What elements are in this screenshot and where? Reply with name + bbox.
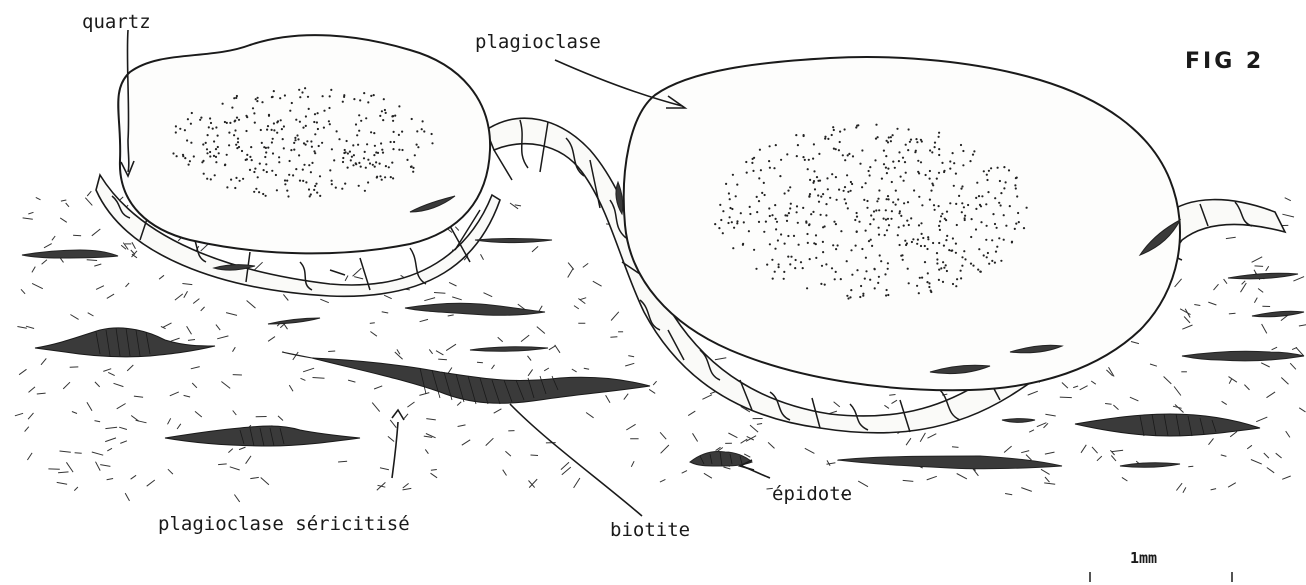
label-plagioclase-sericitise: plagioclase séricitisé	[158, 513, 410, 535]
biotite-lower-left	[165, 426, 360, 446]
label-biotite: biotite	[610, 519, 690, 541]
scale-bar-label: 1mm	[1130, 549, 1157, 567]
plagioclase-grain-left	[118, 35, 490, 253]
label-epidote: épidote	[772, 483, 852, 505]
label-plagioclase: plagioclase	[475, 31, 601, 53]
biotite-far-left-top	[22, 250, 118, 258]
scale-bar: 1mm	[1090, 549, 1232, 582]
biotite-left	[35, 328, 215, 357]
label-quartz: quartz	[82, 11, 151, 33]
figure-title: FIG 2	[1185, 49, 1264, 74]
plagioclase-grain-right	[624, 57, 1180, 390]
